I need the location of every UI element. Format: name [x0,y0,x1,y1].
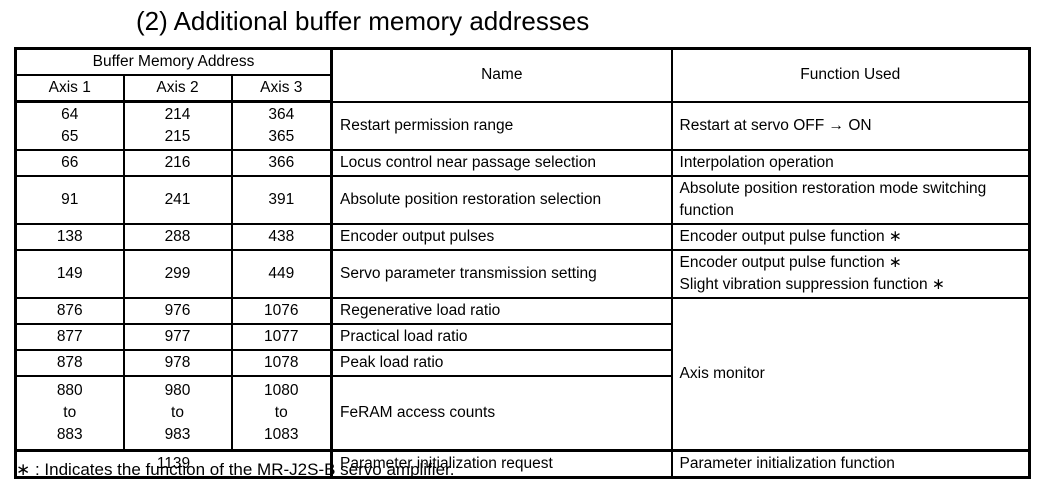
cell-axis3: 1077 [230,323,333,351]
cell-name: Absolute position restoration selection [330,175,673,225]
cell-axis2: 977 [122,323,233,351]
cell-function: Encoder output pulse function ∗ Slight v… [670,249,1031,299]
cell-axis1: 138 [14,223,125,251]
cell-name: Peak load ratio [330,349,673,377]
cell-axis3: 364 365 [230,100,333,151]
cell-axis1: 876 [14,297,125,325]
cell-name: Regenerative load ratio [330,297,673,325]
cell-function: Encoder output pulse function ∗ [670,223,1031,251]
table-row: 149 299 449 Servo parameter transmission… [14,249,1031,299]
cell-axis2: 214 215 [122,100,233,151]
table-row: 138 288 438 Encoder output pulses Encode… [14,223,1031,251]
cell-axis1: 64 65 [14,100,125,151]
cell-name: Servo parameter transmission setting [330,249,673,299]
cell-address-all-axes: 1139 [14,448,333,478]
cell-axis1: 880 to 883 [14,375,125,451]
cell-axis3: 1078 [230,349,333,377]
table-row: 91 241 391 Absolute position restoration… [14,175,1031,225]
table-row: 66 216 366 Locus control near passage se… [14,149,1031,177]
cell-function: Interpolation operation [670,149,1031,177]
cell-axis3: 1076 [230,297,333,325]
header-axis1: Axis 1 [14,74,125,103]
table-row: 876 976 1076 Regenerative load ratio Axi… [14,297,1031,451]
cell-axis3: 366 [230,149,333,177]
cell-axis2: 976 [122,297,233,325]
cell-axis1: 91 [14,175,125,225]
section-title: (2) Additional buffer memory addresses [136,6,590,36]
cell-name: FeRAM access counts [330,375,673,451]
cell-function: Restart at servo OFF → ON [670,100,1031,151]
cell-axis1: 66 [14,149,125,177]
table-header-row-group: Buffer Memory Address Name Function Used [14,47,1031,103]
header-axis3: Axis 3 [230,74,333,103]
cell-axis2: 980 to 983 [122,375,233,451]
cell-name: Parameter initialization request [330,448,673,478]
table-row: 880 to 883 980 to 983 1080 to 1083 FeRAM… [14,375,1030,451]
table-row: 877 977 1077 Practical load ratio [14,323,1030,351]
cell-axis3: 449 [230,249,333,299]
table-header-row-axes: Axis 1 Axis 2 Axis 3 [14,74,1030,103]
header-axis2: Axis 2 [122,74,233,103]
cell-axis2: 299 [122,249,233,299]
cell-axis3: 438 [230,223,333,251]
cell-function-axis-monitor: Axis monitor [670,297,1031,451]
cell-name: Practical load ratio [330,323,673,351]
cell-axis2: 978 [122,349,233,377]
header-name: Name [330,47,673,103]
cell-function: Absolute position restoration mode switc… [670,175,1031,225]
cell-name: Restart permission range [330,100,673,151]
cell-name: Encoder output pulses [330,223,673,251]
cell-axis2: 241 [122,175,233,225]
table-row: 1139 Parameter initialization request Pa… [14,448,1031,478]
buffer-memory-table: Buffer Memory Address Name Function Used… [14,47,1032,479]
table-row: 64 65 214 215 364 365 Restart permission… [14,100,1031,151]
cell-axis3: 1080 to 1083 [230,375,333,451]
footnote-asterisk-note: ∗ : Indicates the function of the MR-J2S… [16,460,455,479]
cell-name: Locus control near passage selection [330,149,673,177]
table-row: 878 978 1078 Peak load ratio [14,349,1030,377]
header-buffer-memory-address: Buffer Memory Address [14,47,333,76]
cell-axis2: 216 [122,149,233,177]
cell-axis1: 878 [14,349,125,377]
cell-axis1: 877 [14,323,125,351]
cell-axis3: 391 [230,175,333,225]
cell-function: Parameter initialization function [670,448,1031,478]
cell-axis2: 288 [122,223,233,251]
cell-axis1: 149 [14,249,125,299]
header-function-used: Function Used [670,47,1031,103]
